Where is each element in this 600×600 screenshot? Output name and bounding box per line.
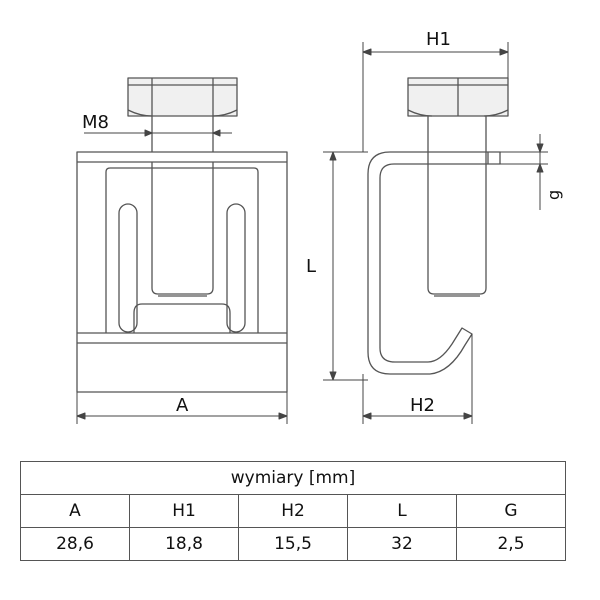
label-h1: H1 xyxy=(426,29,451,50)
header-g: G xyxy=(456,494,566,528)
value-h2: 15,5 xyxy=(238,527,348,561)
table-value-row: 28,6 18,8 15,5 32 2,5 xyxy=(20,527,566,561)
front-view xyxy=(76,77,288,393)
label-h2: H2 xyxy=(410,395,435,416)
label-m8: M8 xyxy=(82,112,109,133)
bolt-shank-side xyxy=(427,116,487,295)
clamp-body-front xyxy=(76,151,288,393)
header-h1: H1 xyxy=(129,494,239,528)
value-l: 32 xyxy=(347,527,457,561)
label-a: A xyxy=(176,395,189,416)
bolt-head-front xyxy=(127,77,238,117)
bolt-shank-front xyxy=(151,162,214,295)
table-header-row: A H1 H2 L G xyxy=(20,494,566,528)
value-h1: 18,8 xyxy=(129,527,239,561)
header-h2: H2 xyxy=(238,494,348,528)
header-l: L xyxy=(347,494,457,528)
dimensions-table: wymiary [mm] A H1 H2 L G 28,6 18,8 15,5 … xyxy=(20,461,566,561)
value-a: 28,6 xyxy=(20,527,130,561)
slot-right xyxy=(226,203,246,333)
technical-drawing: M8 H1 L g A H2 xyxy=(76,29,563,424)
value-g: 2,5 xyxy=(456,527,566,561)
hook-clamp xyxy=(367,151,501,375)
dimensions xyxy=(76,42,548,424)
label-g: g xyxy=(544,190,563,200)
label-l: L xyxy=(306,256,316,277)
header-a: A xyxy=(20,494,130,528)
slot-left xyxy=(118,203,138,333)
table-title-row: wymiary [mm] xyxy=(20,461,566,495)
table-title: wymiary [mm] xyxy=(20,461,566,495)
side-view xyxy=(367,77,509,375)
